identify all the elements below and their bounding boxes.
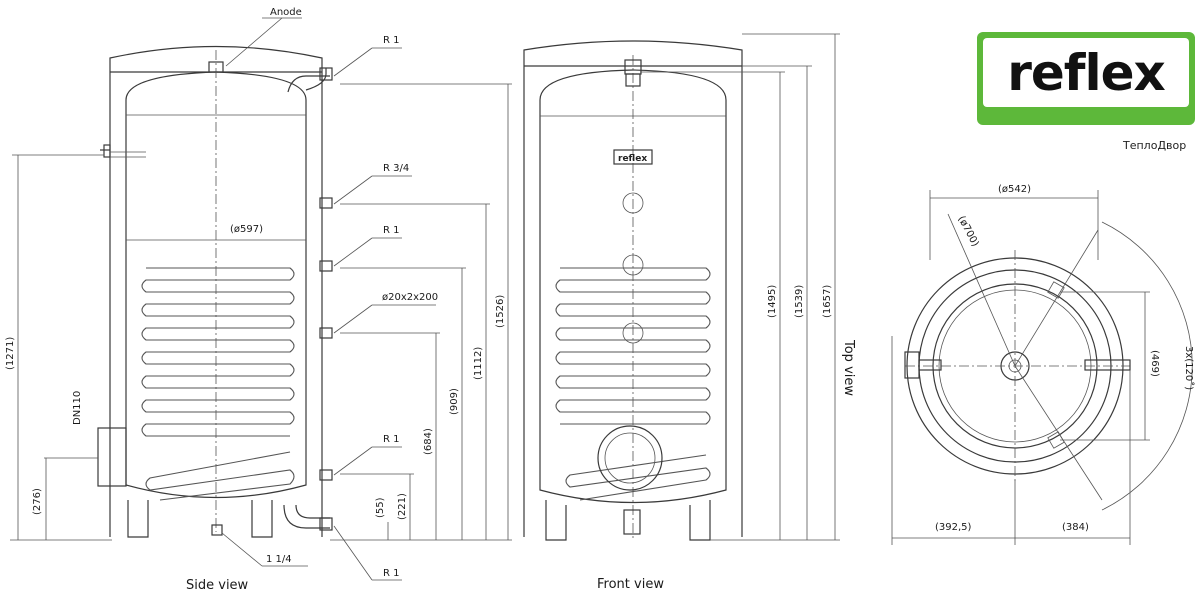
side-foot-left <box>127 500 149 538</box>
dim-1657: (1657) <box>822 285 833 318</box>
caption-top-view: Top view <box>841 339 856 396</box>
flange-dn110 <box>97 427 127 487</box>
dim-384: (384) <box>1062 522 1089 533</box>
dim-1539: (1539) <box>794 285 805 318</box>
dim-1495: (1495) <box>767 285 778 318</box>
caption-side-view: Side view <box>186 578 249 593</box>
dim-1526: (1526) <box>495 295 506 328</box>
side-inner-tank <box>125 71 307 499</box>
company-name: ТеплоДвор <box>1123 139 1187 152</box>
front-outer-jacket <box>523 40 743 537</box>
dim-909: (909) <box>449 388 460 415</box>
dim-276: (276) <box>32 488 43 515</box>
label-dn110: DN110 <box>72 391 83 425</box>
label-r1-coil-top: R 1 <box>383 225 400 236</box>
label-r1-bottom: R 1 <box>383 568 400 579</box>
dim-1112: (1112) <box>473 347 484 380</box>
label-diameter: (ø597) <box>230 224 263 235</box>
label-sensor: ø20x2x200 <box>382 292 438 303</box>
front-flange <box>597 425 663 491</box>
label-drain: 1 1/4 <box>266 554 292 565</box>
label-r1-coil-bottom: R 1 <box>383 434 400 445</box>
dim-542: (ø542) <box>998 184 1031 195</box>
dim-3x120: 3x(120˚) <box>1183 346 1195 390</box>
dim-469: (469) <box>1149 350 1160 377</box>
side-heating-coil <box>141 267 295 501</box>
dim-700: (ø700) <box>955 214 980 248</box>
logo-inner: reflex <box>983 38 1189 107</box>
front-heating-coil <box>555 267 711 501</box>
dim-684: (684) <box>423 428 434 455</box>
front-logo-plate <box>613 149 653 165</box>
side-view <box>44 17 333 538</box>
front-inner-tank <box>539 69 727 504</box>
dim-221: (221) <box>397 493 408 520</box>
dim-392: (392,5) <box>935 522 972 533</box>
label-r1-top: R 1 <box>383 35 400 46</box>
label-anode: Anode <box>270 7 302 18</box>
dim-55: (55) <box>375 497 386 518</box>
front-logo-plate-text: reflex <box>618 154 647 164</box>
label-r34: R 3/4 <box>383 163 409 174</box>
reflex-logo: reflex <box>977 32 1195 125</box>
side-dimensions <box>10 47 512 581</box>
caption-front-view: Front view <box>597 577 664 592</box>
side-view-labels: Anode R 1 R 3/4 R 1 ø20x2x200 R 1 R 1 1 … <box>5 7 506 593</box>
dim-1271: (1271) <box>5 337 16 370</box>
side-foot-right <box>251 500 273 538</box>
front-dimensions: (1495) (1539) (1657) Front view Top view <box>597 33 856 592</box>
top-view: (ø542) (ø700) (469) 3x(120˚) (392,5) (38… <box>891 184 1195 545</box>
front-view: reflex <box>523 40 743 541</box>
logo-wordmark: reflex <box>1007 43 1166 102</box>
side-outer-jacket <box>109 45 323 537</box>
